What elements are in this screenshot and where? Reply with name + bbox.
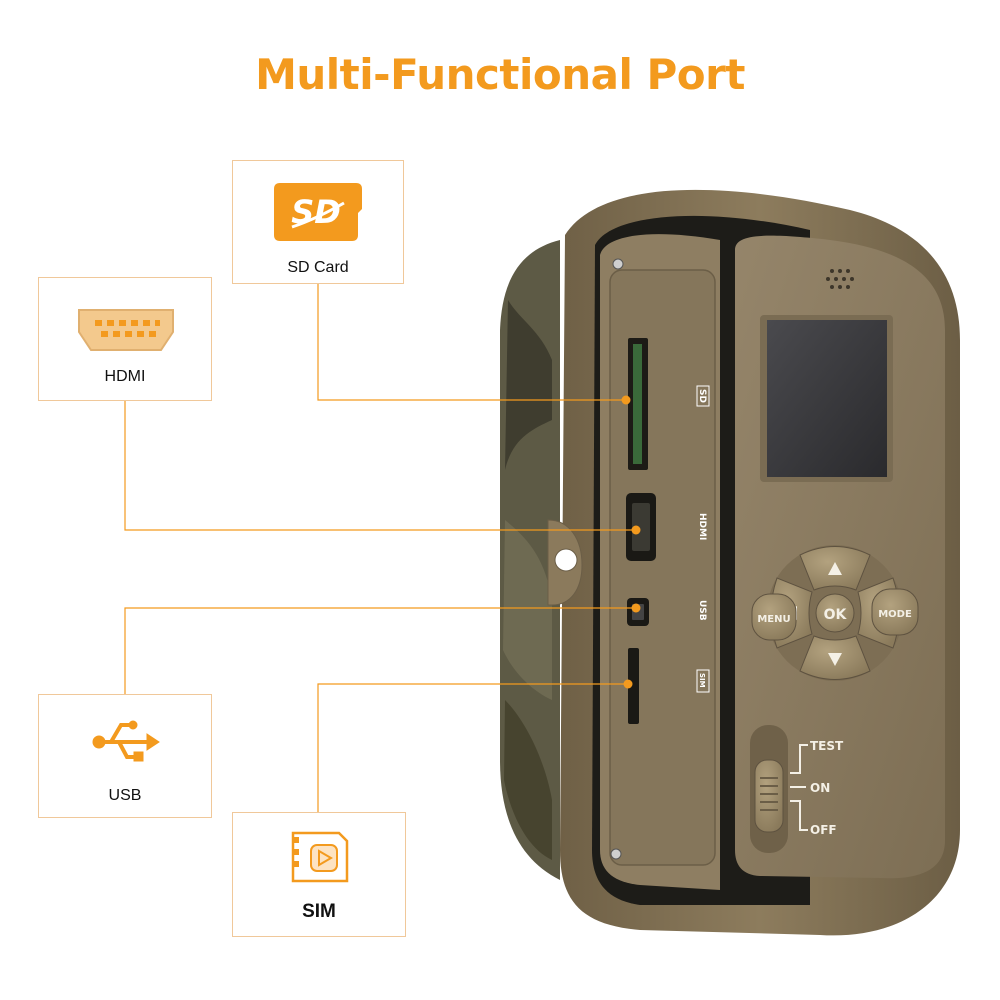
sd-card-callout: SD SD Card (232, 160, 404, 284)
arrow-down-icon (828, 653, 842, 666)
switch-label-test: TEST (810, 739, 844, 753)
arrow-up-icon (828, 562, 842, 575)
lcd-screen (767, 320, 887, 477)
sim-callout: SIM (232, 812, 406, 937)
sim-card-icon (291, 831, 349, 883)
sd-card-label: SD Card (287, 259, 349, 276)
side-label-hdmi: HDMI (697, 513, 707, 540)
sd-card-icon: SD (274, 183, 362, 241)
screw-icon (610, 848, 622, 860)
sim-card-slot (628, 648, 639, 724)
switch-guide-lines (790, 744, 808, 831)
ok-button[interactable] (815, 593, 855, 633)
mode-button-label: MODE (878, 609, 912, 620)
side-label-sd: SD (697, 389, 707, 403)
switch-label-on: ON (810, 781, 830, 795)
usb-label: USB (108, 787, 142, 804)
screw-icon (612, 258, 624, 270)
sim-label: SIM (302, 901, 336, 922)
speaker-grille (826, 269, 854, 289)
side-label-usb: USB (697, 600, 707, 621)
menu-button[interactable] (751, 593, 797, 641)
ok-button-label: OK (824, 607, 848, 623)
hdmi-label: HDMI (104, 368, 146, 385)
page-title: Multi-Functional Port (255, 50, 745, 99)
power-switch[interactable] (754, 759, 784, 833)
mode-button[interactable] (871, 588, 919, 636)
menu-button-label: MENU (757, 614, 790, 625)
hdmi-port-icon (78, 309, 174, 351)
usb-icon (92, 720, 160, 762)
usb-callout: USB (38, 694, 212, 818)
side-label-sim: SIM (698, 673, 706, 688)
hdmi-callout: HDMI (38, 277, 212, 401)
switch-label-off: OFF (810, 823, 837, 837)
